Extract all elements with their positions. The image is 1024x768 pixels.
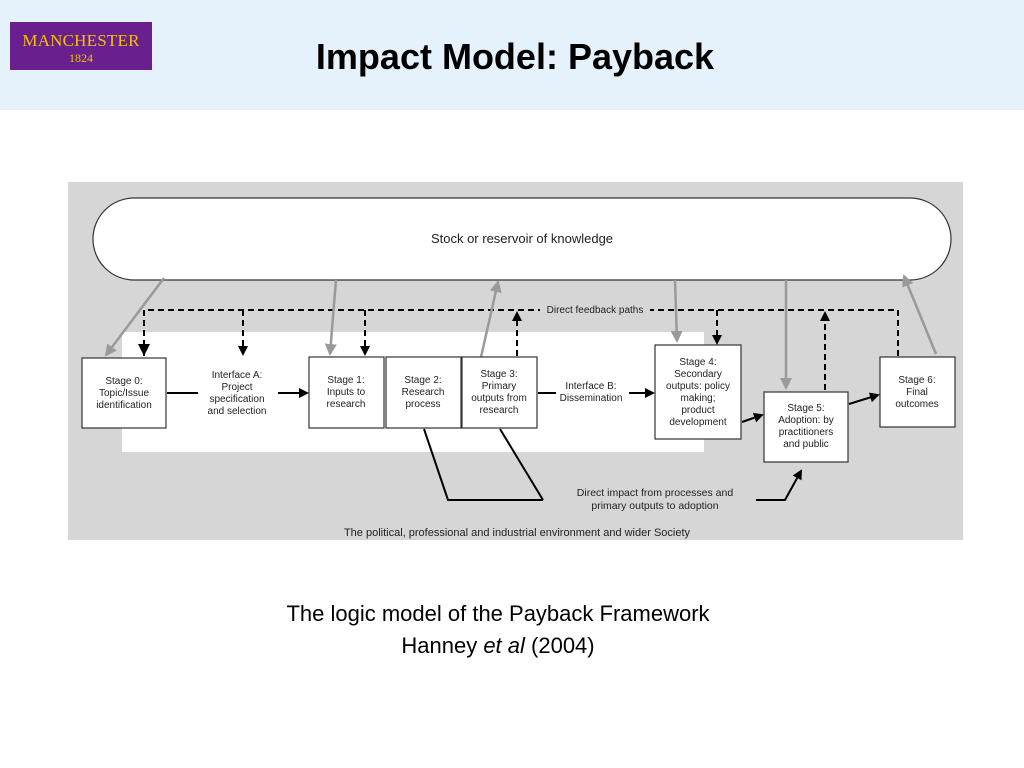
interfaceA-line1: Interface A: [212, 370, 263, 381]
stage3-box [461, 356, 538, 429]
feedback-label-bg [540, 301, 650, 316]
feedback-arrowhead-stage0 [138, 344, 150, 356]
stage2-box [385, 356, 462, 429]
stage4-line3: outputs: policy [666, 381, 730, 392]
stage3-line1: Stage 3: [480, 369, 517, 380]
knowledge-arrows [104, 274, 938, 390]
stage1-line3: research [327, 399, 366, 410]
payback-diagram: Stock or reservoir of knowledge Direct f… [68, 182, 963, 540]
caption-etal: et al [483, 633, 525, 658]
caption-author: Hanney [401, 633, 484, 658]
page-title: Impact Model: Payback [315, 36, 715, 77]
logo-year: 1824 [69, 51, 93, 65]
stage4-line6: development [669, 417, 726, 428]
knowledge-reservoir [92, 197, 952, 281]
interfaceA-line4: and selection [208, 406, 267, 417]
stage0-line3: identification [96, 400, 152, 411]
stage4-line4: making; [680, 393, 715, 404]
stage0-line1: Stage 0: [105, 376, 142, 387]
stage6-box [879, 356, 956, 428]
reservoir-label: Stock or reservoir of knowledge [431, 231, 613, 246]
university-logo: MANCHESTER 1824 [10, 22, 152, 70]
feedback-paths [143, 309, 899, 390]
slide-header: MANCHESTER 1824 Impact Model: Payback [0, 0, 1024, 110]
stage5-line1: Stage 5: [787, 403, 824, 414]
interfaceA-line2: Project [221, 382, 252, 393]
stage5-box [763, 391, 849, 463]
direct-impact-line2: primary outputs to adoption [591, 500, 718, 512]
stage6-line2: Final [906, 387, 928, 398]
stage0-line2: Topic/Issue [99, 388, 149, 399]
stage0-box [81, 357, 167, 429]
interfaceB-line2: Dissemination [560, 393, 623, 404]
stage5-line2: Adoption: by [778, 415, 834, 426]
stage6-line1: Stage 6: [898, 375, 935, 386]
caption-line1: The logic model of the Payback Framework [286, 601, 710, 626]
stage4-box [654, 344, 742, 440]
stage2-line3: process [405, 399, 440, 410]
stage1-box [308, 356, 385, 429]
stage5-line3: practitioners [779, 427, 833, 438]
stage3-line2: Primary [482, 381, 516, 392]
stage3-line4: research [480, 405, 519, 416]
direct-impact-line1: Direct impact from processes and [577, 487, 734, 499]
stage5-line4: and public [783, 439, 829, 450]
stage2-line1: Stage 2: [404, 375, 441, 386]
stage1-line2: Inputs to [327, 387, 366, 398]
stage6-line3: outcomes [895, 399, 938, 410]
caption-year: (2004) [524, 633, 595, 658]
logo-name: MANCHESTER [22, 31, 140, 50]
stage3-line3: outputs from [471, 393, 527, 404]
interfaceA-line3: specification [209, 394, 264, 405]
stage1-line1: Stage 1: [327, 375, 364, 386]
feedback-label: Direct feedback paths [547, 305, 644, 316]
stage4-line1: Stage 4: [679, 357, 716, 368]
interfaceB-line1: Interface B: [565, 381, 616, 392]
stage2-line2: Research [402, 387, 445, 398]
caption-line2: Hanney et al (2004) [0, 633, 996, 659]
stage4-line2: Secondary [674, 369, 722, 380]
environment-label: The political, professional and industri… [344, 527, 691, 539]
stage4-line5: product [681, 405, 715, 416]
flow-arrows [167, 388, 880, 501]
